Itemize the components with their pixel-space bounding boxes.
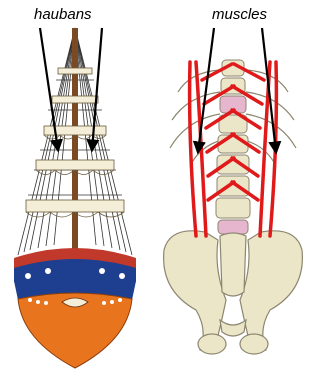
label-haubans: haubans xyxy=(34,6,92,23)
mast xyxy=(72,28,78,260)
arrow-muscles-left xyxy=(198,28,214,152)
hull xyxy=(14,248,136,368)
label-muscles: muscles xyxy=(212,6,267,23)
spine-illustration xyxy=(164,60,303,354)
pelvis xyxy=(164,231,303,354)
ship-illustration xyxy=(14,28,136,368)
